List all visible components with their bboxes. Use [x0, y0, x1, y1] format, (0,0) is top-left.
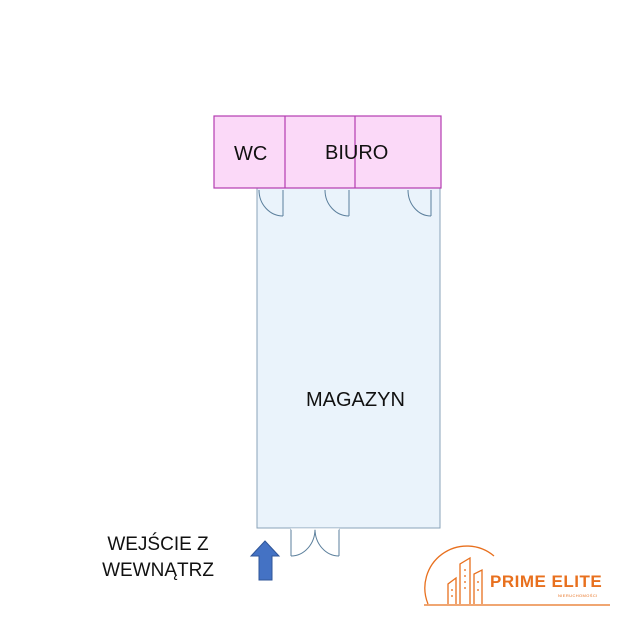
logo-name: PRIME ELITE [490, 572, 603, 591]
logo-tagline: NIERUCHOMOŚCI [558, 593, 598, 598]
door-office-1 [324, 189, 350, 217]
wc-label: WC [234, 143, 268, 165]
entrance-label-line1: WEJŚCIE Z [107, 534, 209, 555]
office-strip [213, 115, 442, 189]
warehouse-label: MAGAZYN [306, 389, 405, 411]
entrance-double-door [290, 528, 340, 557]
door-office-2 [407, 189, 432, 217]
door-wc [258, 189, 284, 217]
entrance-arrow-icon [249, 540, 281, 581]
entrance-label-line2: WEWNĄTRZ [102, 560, 214, 581]
office-label: BIURO [325, 142, 389, 164]
warehouse-room [256, 187, 441, 529]
prime-elite-logo-icon [424, 545, 610, 606]
entrance-label: WEJŚCIE Z WEWNĄTRZ [92, 532, 224, 584]
